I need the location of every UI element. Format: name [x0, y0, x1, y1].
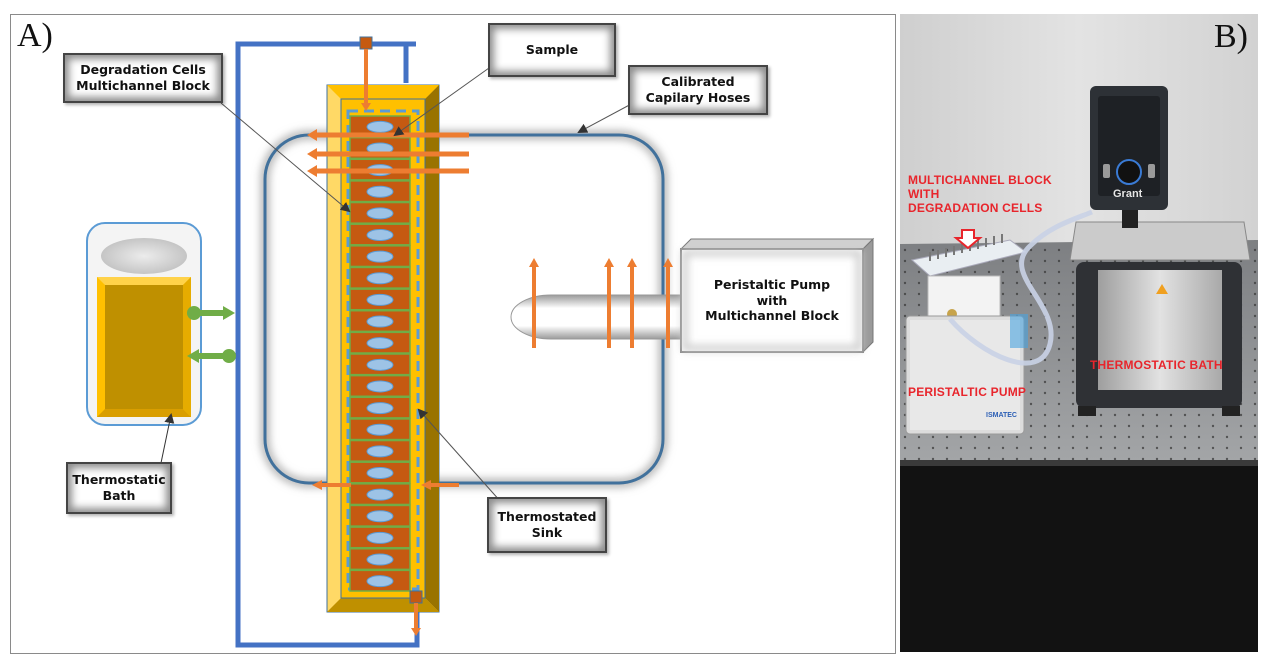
sample-disc: [366, 445, 394, 458]
label-multichannel-block: MULTICHANNEL BLOCK WITH DEGRADATION CELL…: [908, 173, 1052, 215]
degradation-cell: [349, 526, 411, 549]
wall: [900, 14, 1258, 254]
thermostat-head-photo: [1090, 86, 1168, 228]
sample-disc: [366, 207, 394, 220]
degradation-cell: [349, 309, 411, 333]
outlet-connector: [409, 590, 423, 636]
degradation-cell: [349, 245, 411, 268]
hose-arrow: [307, 129, 469, 141]
sample-disc: [366, 553, 394, 566]
setup-photo: [900, 14, 1258, 652]
peristaltic-pump-photo: [905, 314, 1028, 435]
pump-arrows: [529, 258, 673, 348]
cell-stack: [349, 115, 411, 592]
degradation-cell: [349, 461, 411, 484]
degradation-cell: [349, 504, 411, 527]
sample-disc: [366, 315, 394, 328]
hose-arrow: [307, 165, 469, 177]
table-front: [900, 462, 1258, 652]
sample-disc: [366, 250, 394, 263]
degradation-cell: [349, 266, 411, 289]
degradation-cell: [349, 374, 411, 398]
panel-a-letter: A): [17, 17, 53, 54]
sample-disc: [366, 380, 394, 393]
callout-thermostated-sink: Thermostated Sink: [487, 497, 607, 553]
label-peristaltic-pump: PERISTALTIC PUMP: [908, 385, 1027, 399]
panel-b-letter: B): [1214, 18, 1248, 55]
label-thermostatic-bath: THERMOSTATIC BATH: [1090, 358, 1223, 372]
sample-disc: [366, 467, 394, 479]
sample-disc: [366, 293, 394, 306]
pump-box: [679, 237, 875, 354]
degradation-cell: [349, 331, 411, 354]
degradation-cell: [349, 439, 411, 462]
sample-disc: [366, 337, 394, 350]
callout-sample: Sample: [488, 23, 616, 77]
hose-arrow: [421, 480, 459, 490]
degradation-cell: [349, 396, 411, 419]
pump-rotor: [510, 258, 684, 348]
sample-disc: [366, 423, 394, 436]
degradation-cell: [349, 569, 411, 592]
bath-flow-connectors: [187, 306, 236, 363]
hose-arrow: [307, 148, 469, 160]
multichannel-block-photo: [910, 234, 1028, 319]
degradation-cell: [349, 288, 411, 311]
callout-capillary-hoses: Calibrated Capilary Hoses: [628, 65, 768, 115]
sample-disc: [366, 272, 394, 285]
callout-degradation-block: Degradation Cells Multichannel Block: [63, 53, 223, 103]
schematic-drawing: [86, 36, 875, 648]
callout-thermostatic-bath: Thermostatic Bath: [66, 462, 172, 514]
block-pointer-arrow: [953, 229, 983, 250]
degradation-cell: [349, 547, 411, 571]
brand-grant: Grant: [1113, 188, 1143, 200]
degradation-cell: [349, 223, 411, 246]
bath-inlet-arrow: [187, 349, 236, 363]
degradation-cell: [349, 418, 411, 441]
tubing: [948, 209, 1093, 366]
sample-disc: [366, 531, 394, 544]
thermostatic-bath-photo: [1069, 221, 1251, 416]
hose-arrows-top: [307, 129, 469, 177]
sample-disc: [366, 120, 394, 133]
sample-disc: [366, 402, 394, 415]
panel-b-photo: B) MULTICHANNEL BLOCK WITH DEGRADATION C…: [900, 14, 1258, 652]
sample-disc: [366, 575, 394, 588]
sample-disc: [366, 358, 394, 371]
sample-disc: [366, 510, 394, 523]
leader-lines: [160, 67, 636, 503]
bath-outlet-arrow: [187, 306, 235, 320]
degradation-block: [326, 84, 440, 613]
degradation-cell: [349, 180, 411, 203]
panel-a-schematic: A): [10, 14, 896, 654]
inlet-connector: [359, 36, 373, 111]
brand-ismatec: ISMATEC: [986, 412, 1017, 419]
sample-disc: [366, 185, 394, 198]
degradation-cell: [349, 201, 411, 224]
thermostatic-bath: [86, 222, 202, 426]
degradation-cell: [349, 483, 411, 506]
callout-peristaltic-pump: Peristaltic Pump with Multichannel Block: [705, 277, 839, 324]
sample-disc: [366, 488, 394, 501]
hose-arrows-bottom: [312, 480, 459, 490]
hose-arrow: [312, 480, 351, 490]
sample-disc: [366, 229, 394, 241]
degradation-cell: [349, 353, 411, 376]
